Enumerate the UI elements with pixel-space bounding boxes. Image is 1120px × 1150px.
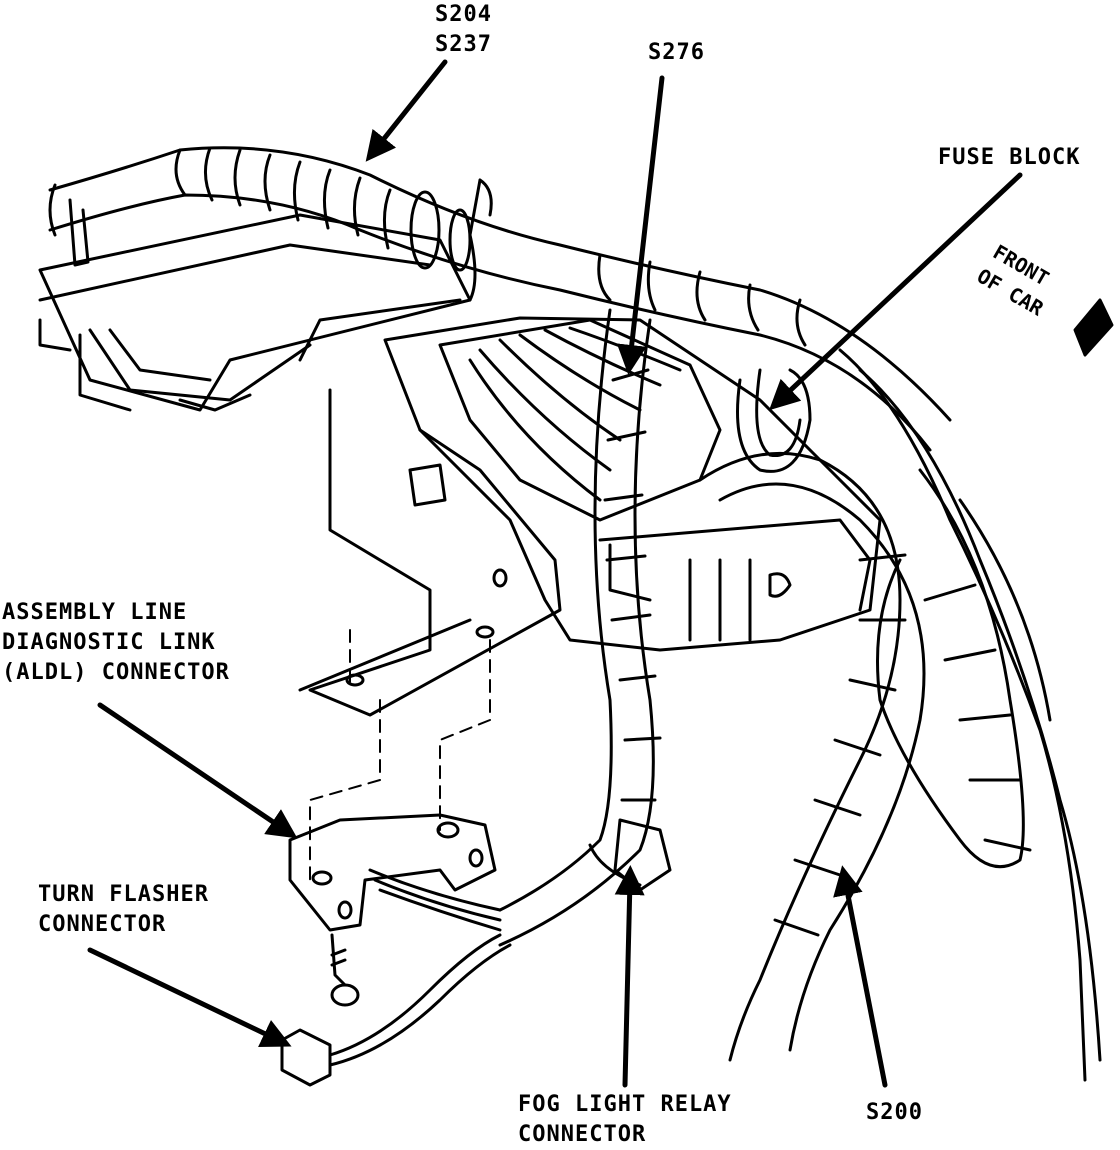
label-aldl-line1: ASSEMBLY LINE	[2, 600, 188, 625]
arrow-fog-relay	[614, 865, 645, 1088]
label-turn-flasher-connector: TURN FLASHER CONNECTOR	[38, 880, 209, 940]
label-aldl-line2: DIAGNOSTIC LINK	[2, 630, 216, 655]
aldl-wire-bundle	[368, 868, 502, 932]
arrow-aldl	[97, 702, 298, 839]
label-fog-light-relay-connector: FOG LIGHT RELAY CONNECTOR	[518, 1090, 732, 1150]
label-fog-light-line2: CONNECTOR	[518, 1122, 647, 1147]
panel-bracket	[38, 213, 472, 412]
arrow-turn-flasher	[87, 947, 292, 1048]
label-aldl-line3: (ALDL) CONNECTOR	[2, 660, 230, 685]
label-aldl-connector: ASSEMBLY LINE DIAGNOSTIC LINK (ALDL) CON…	[2, 598, 230, 688]
front-arrow	[1073, 298, 1114, 357]
label-s204-s237: S204 S237	[435, 0, 492, 60]
turn-flasher-connector	[280, 933, 512, 1087]
aldl-connector	[288, 813, 497, 932]
arrow-s200	[833, 865, 888, 1088]
leader-arrows	[87, 59, 1023, 1088]
mount-plate	[298, 388, 562, 717]
fog-relay-harness	[498, 308, 672, 947]
label-fog-light-line1: FOG LIGHT RELAY	[518, 1092, 732, 1117]
side-harness-loops	[698, 348, 1102, 1082]
fuse-block-body	[383, 316, 882, 652]
assembly-dashes	[309, 629, 491, 881]
label-fuse-block: FUSE BLOCK	[938, 145, 1081, 170]
label-s200: S200	[866, 1100, 923, 1125]
label-s237: S237	[435, 32, 492, 57]
arrow-fuse-block	[769, 172, 1023, 411]
main-harness	[48, 146, 952, 452]
label-turn-flasher-line1: TURN FLASHER	[38, 882, 209, 907]
mounting-screw	[330, 933, 360, 1007]
label-s276: S276	[648, 40, 705, 65]
label-turn-flasher-line2: CONNECTOR	[38, 912, 167, 937]
label-front-of-car: FRONT OF CAR	[968, 232, 1118, 352]
arrow-s204-s237	[365, 59, 448, 162]
label-s204: S204	[435, 2, 492, 27]
arrow-s276	[616, 75, 665, 375]
